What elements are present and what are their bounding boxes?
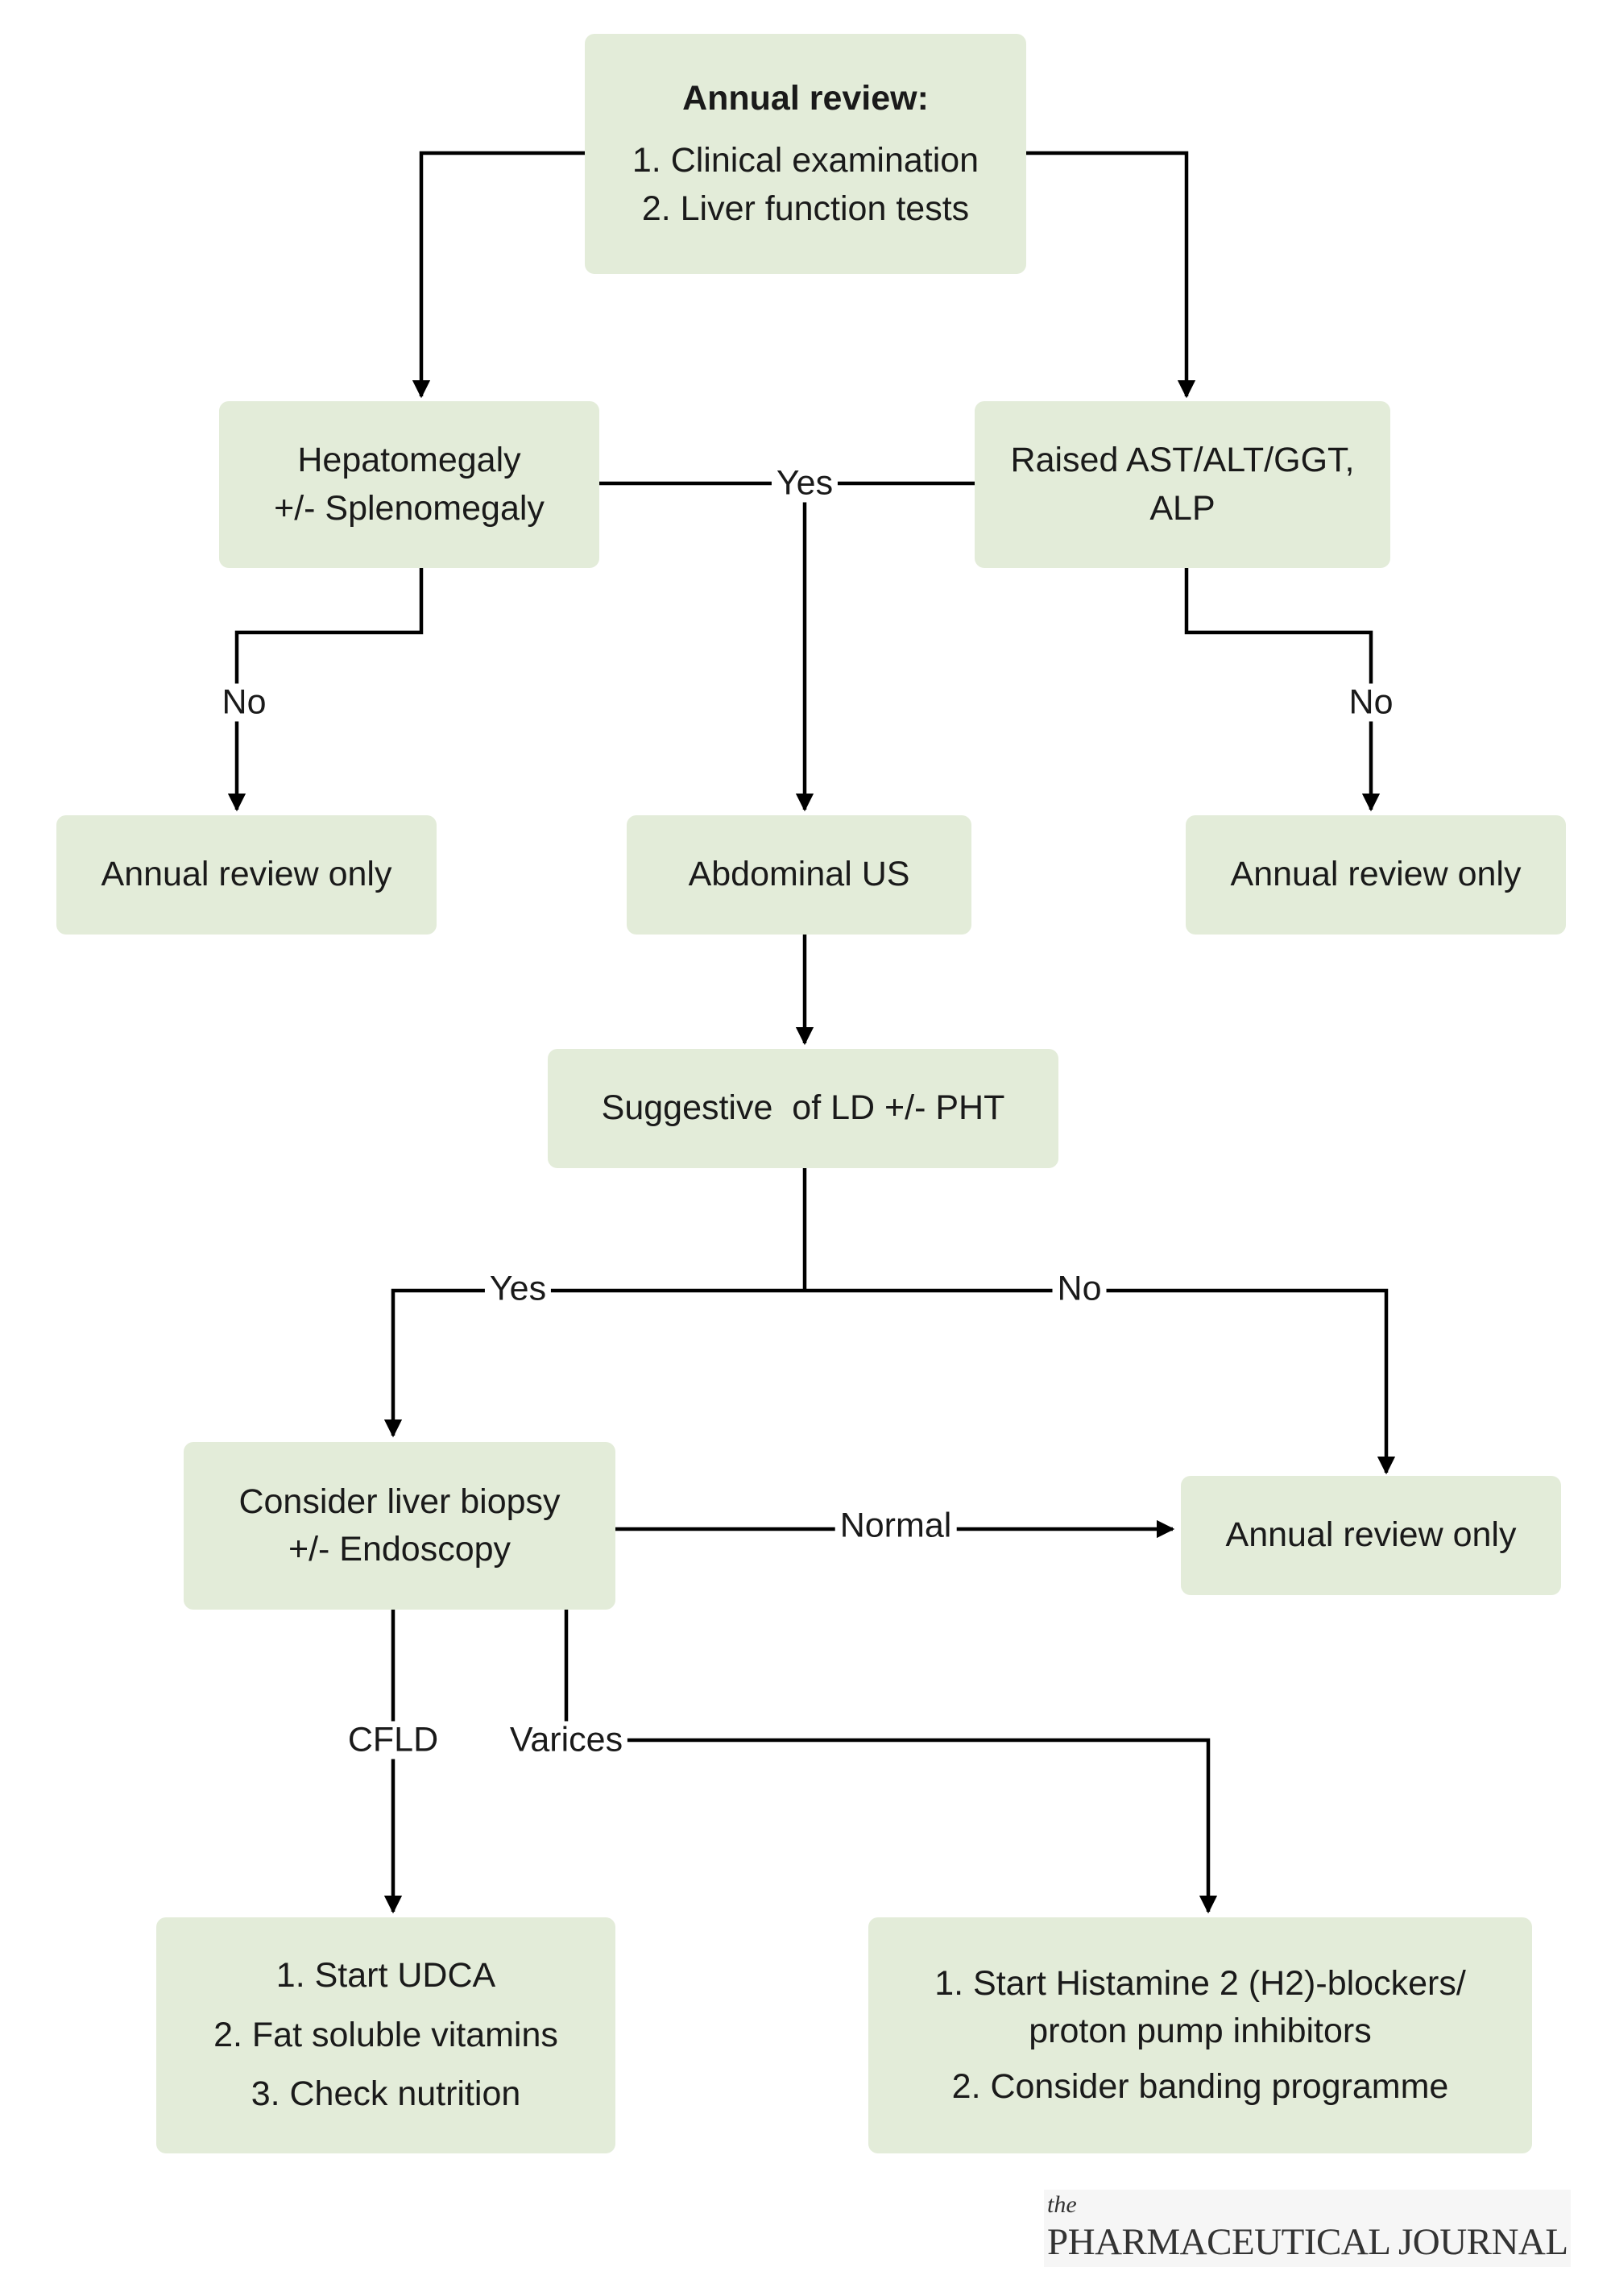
annual-review-node: Annual review: 1. Clinical examination 2… (585, 34, 1026, 274)
varices-treatment-node: 1. Start Histamine 2 (H2)-blockers/ prot… (868, 1917, 1532, 2153)
annual-review-only-normal-node: Annual review only (1181, 1476, 1561, 1595)
liver-biopsy-node: Consider liver biopsy +/- Endoscopy (184, 1442, 615, 1610)
edge-label-normal: Normal (834, 1506, 957, 1545)
liver-biopsy-line-2: +/- Endoscopy (288, 1530, 511, 1569)
edge-label-no-mid: No (1052, 1270, 1107, 1308)
cfld-treatment-step-2: 2. Fat soluble vitamins (213, 2015, 558, 2054)
edge-label-no-left: No (217, 683, 271, 722)
edge-biopsy-varices (564, 1610, 1218, 1914)
edge-label-varices: Varices (504, 1721, 628, 1759)
varices-treatment-line-3: 2. Consider banding programme (951, 2067, 1449, 2107)
pharmaceutical-journal-logo: the PHARMACEUTICAL JOURNAL (1044, 2190, 1571, 2267)
logo-the: the (1047, 2191, 1077, 2218)
annual-review-only-left-node: Annual review only (56, 815, 437, 935)
annual-review-step-1: 1. Clinical examination (632, 141, 979, 180)
abdominal-us-node: Abdominal US (627, 815, 971, 935)
annual-review-step-2: 2. Liver function tests (641, 189, 970, 228)
annual-review-only-left-text: Annual review only (101, 855, 392, 894)
hepatomegaly-node: Hepatomegaly +/- Splenomegaly (219, 401, 599, 568)
abdominal-us-text: Abdominal US (688, 855, 910, 894)
raised-enzymes-node: Raised AST/ALT/GGT, ALP (975, 401, 1390, 568)
raised-enzymes-line-1: Raised AST/ALT/GGT, (1010, 441, 1355, 480)
suggestive-ld-pht-node: Suggestive of LD +/- PHT (548, 1049, 1058, 1168)
annual-review-title: Annual review: (682, 79, 929, 118)
edge-review-to-hepatomegaly (412, 151, 585, 399)
hepatomegaly-line-2: +/- Splenomegaly (274, 488, 545, 528)
cfld-treatment-node: 1. Start UDCA 2. Fat soluble vitamins 3.… (156, 1917, 615, 2153)
edge-suggestive-no (805, 1288, 1396, 1475)
edge-label-yes-mid: Yes (484, 1270, 552, 1308)
liver-biopsy-line-1: Consider liver biopsy (238, 1482, 561, 1521)
annual-review-only-normal-text: Annual review only (1225, 1515, 1517, 1555)
varices-treatment-line-2: proton pump inhibitors (1029, 2011, 1372, 2050)
logo-name: PHARMACEUTICAL JOURNAL (1047, 2221, 1568, 2263)
annual-review-only-right-text: Annual review only (1230, 855, 1522, 894)
annual-review-only-right-node: Annual review only (1186, 815, 1566, 935)
hepatomegaly-line-1: Hepatomegaly (297, 441, 521, 480)
edge-label-no-right: No (1344, 683, 1398, 722)
cfld-treatment-step-1: 1. Start UDCA (275, 1955, 496, 1995)
raised-enzymes-line-2: ALP (1149, 488, 1215, 528)
edge-label-cfld: CFLD (342, 1721, 444, 1759)
edge-suggestive-yes (383, 1288, 805, 1438)
suggestive-ld-pht-text: Suggestive of LD +/- PHT (601, 1088, 1005, 1128)
edge-label-yes-top: Yes (771, 464, 839, 503)
varices-treatment-line-1: 1. Start Histamine 2 (H2)-blockers/ (934, 1963, 1466, 2003)
cfld-treatment-step-3: 3. Check nutrition (251, 2074, 521, 2114)
edge-review-to-raised-enzymes (1026, 151, 1196, 399)
